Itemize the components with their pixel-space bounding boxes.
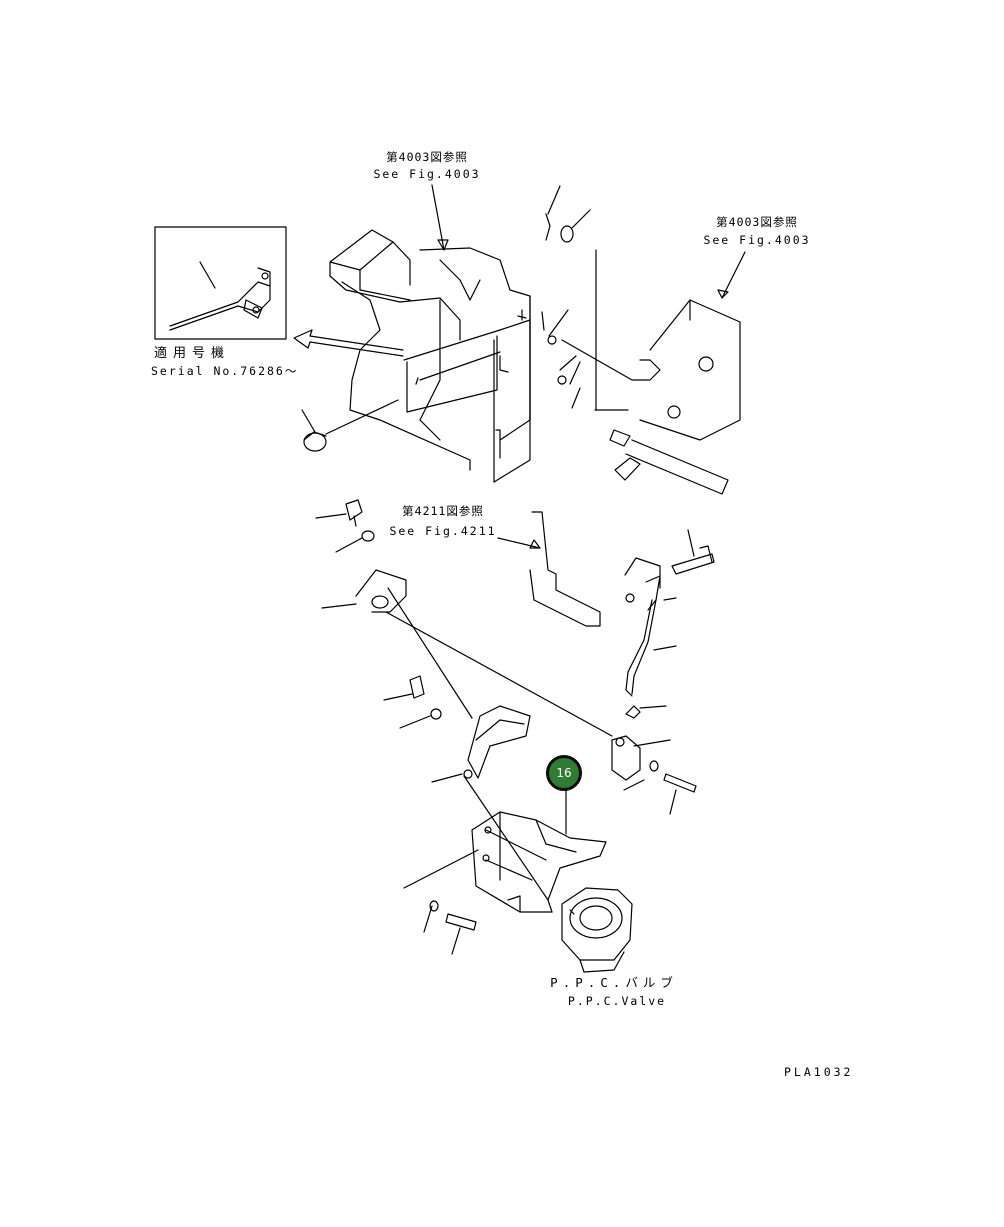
ref-label-mid-en: See Fig.4211	[389, 524, 497, 538]
part-callout-16[interactable]: 16	[546, 755, 582, 791]
callout-number: 16	[556, 766, 572, 780]
ref-label-top-center-en: See Fig.4003	[373, 167, 481, 181]
valve-label-en: P.P.C.Valve	[567, 994, 667, 1008]
inset-box	[154, 226, 287, 340]
valve-label-jp: P.P.C.バルブ	[550, 975, 678, 990]
knob	[301, 399, 399, 452]
ref-label-mid-jp: 第4211図参照	[402, 504, 484, 518]
ref-label-top-right-jp: 第4003図参照	[716, 215, 798, 229]
applicable-label-jp: 適用号機	[153, 346, 231, 361]
leaders-top	[431, 184, 581, 459]
ref-label-top-center-jp: 第4003図参照	[386, 150, 468, 164]
operator-console	[329, 229, 531, 483]
lever-assembly	[497, 511, 715, 697]
inset-arrow	[293, 329, 404, 357]
ref-label-top-right-en: See Fig.4003	[703, 233, 811, 247]
drawing-code: PLA1032	[784, 1065, 854, 1079]
ppc-valve	[561, 887, 633, 973]
applicable-label-en: Serial No.76286〜	[151, 364, 299, 378]
bracket-parts	[315, 499, 697, 901]
right-plate	[545, 185, 746, 495]
valve-bracket	[403, 789, 607, 955]
